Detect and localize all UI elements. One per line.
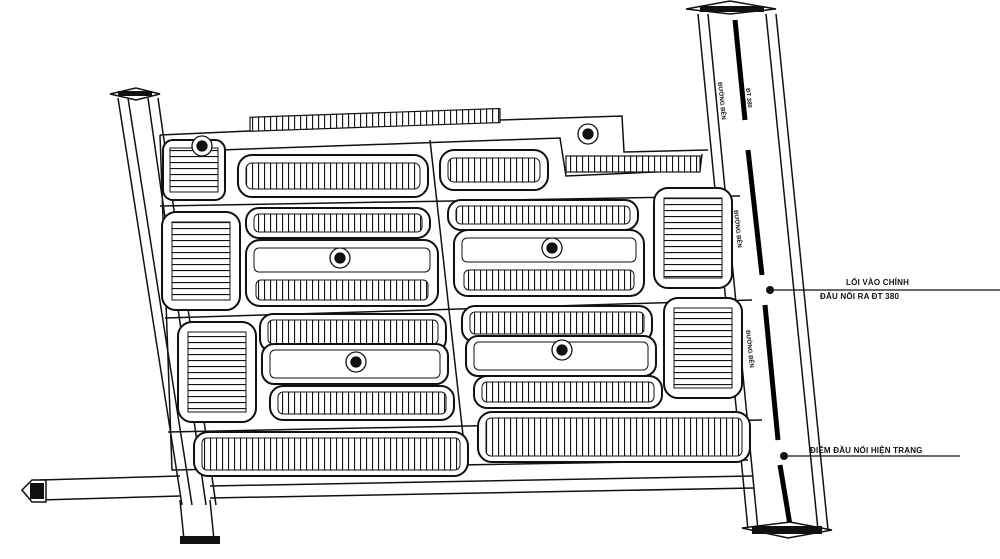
west-arrow bbox=[20, 479, 47, 503]
existing-connection-label: ĐIỂM ĐẦU NỐI HIỆN TRẠNG bbox=[810, 446, 923, 455]
park-symbols bbox=[191, 123, 599, 373]
left-road-end bbox=[109, 87, 161, 101]
bottom-left-road-end bbox=[180, 536, 220, 544]
connection-points bbox=[766, 286, 1000, 460]
bottom-road bbox=[39, 475, 755, 541]
lot-blocks bbox=[161, 139, 751, 477]
top-lot-strip bbox=[219, 107, 703, 177]
road-end-bottom bbox=[741, 521, 833, 539]
main-entrance-label-1: LỐI VÀO CHÍNH bbox=[846, 278, 910, 287]
main-entrance-label-2: ĐẤU NỐI RA ĐT 380 bbox=[820, 292, 900, 301]
north-arrow-top bbox=[685, 0, 777, 15]
